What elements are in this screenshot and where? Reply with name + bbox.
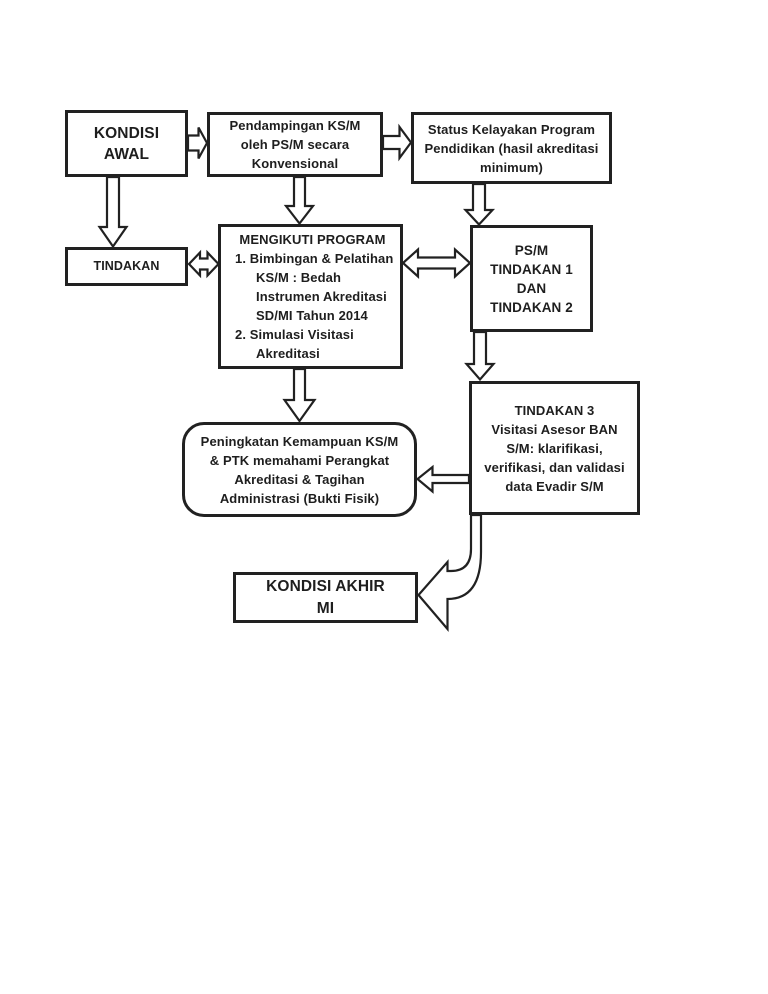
arrow-down-status-psm (462, 182, 496, 227)
node-line: SD/MI Tahun 2014 (256, 308, 368, 323)
arrow-down-mengikuti-peningkatan (282, 367, 317, 423)
node-line: AWAL (103, 145, 150, 163)
node-line: Instrumen Akreditasi (256, 289, 387, 304)
node-line: Peningkatan Kemampuan KS/M (200, 433, 399, 449)
node-kondisi-akhir-mi: KONDISI AKHIR MI (233, 572, 418, 623)
arrow-right-kondisiawal-pendampingan (186, 126, 209, 160)
node-line: TINDAKAN 3 (514, 402, 595, 418)
node-line: MI (316, 599, 335, 617)
node-line: DAN (516, 280, 547, 296)
arrow-down-pendampingan-mengikuti (283, 175, 316, 226)
node-line: KONDISI (93, 124, 160, 142)
node-line: KONDISI AKHIR (266, 577, 385, 595)
node-line: Akreditasi (256, 346, 320, 361)
node-line: TINDAKAN (93, 259, 160, 273)
node-status-kelayakan: Status Kelayakan Program Pendidikan (has… (411, 112, 612, 184)
node-line: S/M: klarifikasi, (506, 440, 603, 456)
node-kondisi-awal: KONDISI AWAL (65, 110, 188, 177)
arrow-right-pendampingan-status (381, 123, 413, 162)
node-line: Pendidikan (hasil akreditasi (424, 140, 599, 156)
node-line: TINDAKAN 1 (490, 261, 573, 277)
node-pendampingan-ksm: Pendampingan KS/M oleh PS/M secara Konve… (207, 112, 383, 177)
node-line: Pendampingan KS/M (229, 118, 361, 133)
node-line: verifikasi, dan validasi (484, 459, 625, 475)
node-line: TINDAKAN 2 (490, 299, 573, 315)
arrow-left-tindakan3-peningkatan (415, 464, 471, 494)
node-mengikuti-program: MENGIKUTI PROGRAM 1. Bimbingan & Pelatih… (218, 224, 403, 369)
node-tindakan-3: TINDAKAN 3 Visitasi Asesor BAN S/M: klar… (469, 381, 640, 515)
node-line: Status Kelayakan Program (427, 121, 596, 137)
node-tindakan: TINDAKAN (65, 247, 188, 286)
arrow-curved-tindakan3-kondisiakhir (417, 513, 483, 632)
node-line: Administrasi (Bukti Fisik) (219, 490, 380, 506)
node-line: Visitasi Asesor BAN (491, 421, 618, 437)
node-line: 1. Bimbingan & Pelatihan (235, 251, 394, 266)
node-psm-tindakan-1-2: PS/M TINDAKAN 1 DAN TINDAKAN 2 (470, 225, 593, 332)
arrow-double-tindakan-mengikuti (187, 249, 221, 279)
arrow-down-psm-tindakan3 (464, 330, 496, 382)
node-line: data Evadir S/M (505, 478, 604, 494)
node-peningkatan-kemampuan: Peningkatan Kemampuan KS/M & PTK memaham… (182, 422, 417, 517)
node-line: & PTK memahami Perangkat (209, 452, 390, 468)
node-line: 2. Simulasi Visitasi (235, 327, 354, 342)
node-title: MENGIKUTI PROGRAM (239, 232, 386, 247)
node-line: Akreditasi & Tagihan (234, 471, 365, 487)
arrow-down-kondisiawal-tindakan (97, 175, 129, 249)
node-line: oleh PS/M secara (240, 137, 350, 152)
node-line: minimum) (480, 159, 543, 175)
node-line: Konvensional (251, 156, 339, 171)
node-line: PS/M (514, 242, 549, 258)
node-line: KS/M : Bedah (256, 270, 341, 285)
